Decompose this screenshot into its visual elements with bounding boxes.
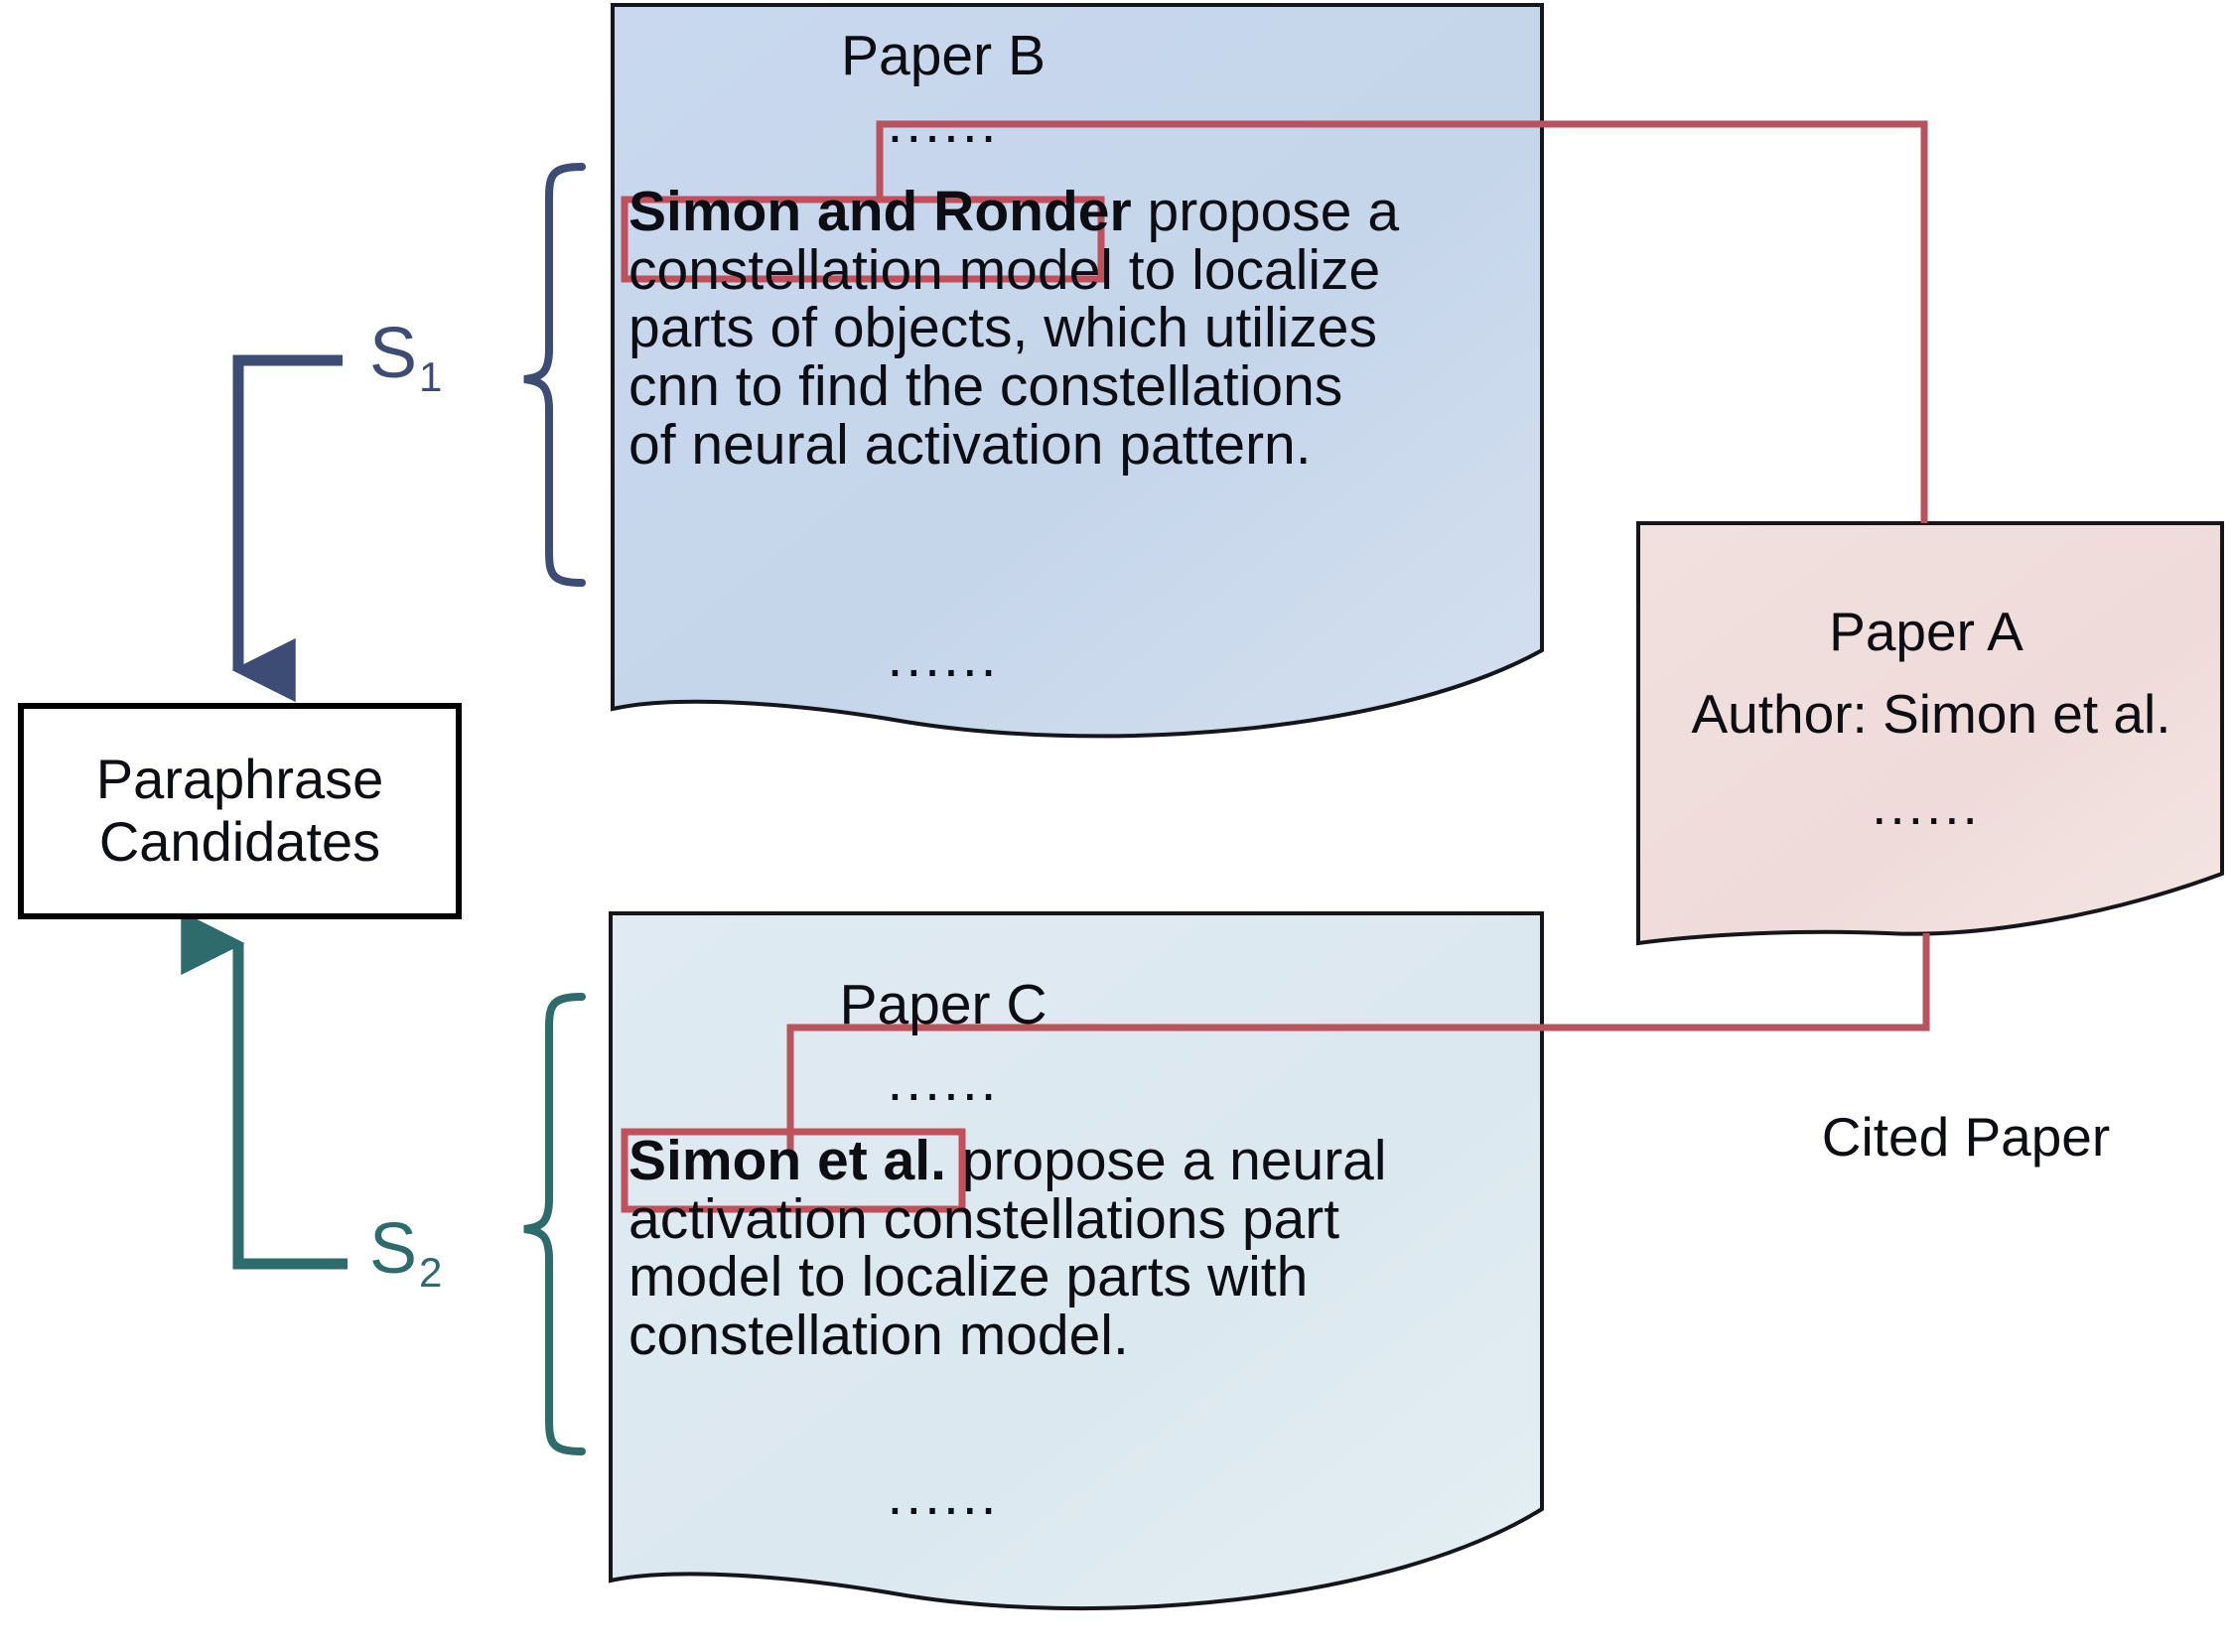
paper-c-citation-marker: Simon et al. bbox=[628, 1129, 946, 1192]
s2-label: S2 bbox=[369, 1213, 442, 1294]
paper-a-sheet bbox=[1636, 521, 2224, 946]
citation-marker-box-c bbox=[621, 1128, 966, 1213]
paraphrase-candidates-line-1: Paraphrase bbox=[95, 748, 384, 811]
paper-c-body-rest: propose a neural activation constellatio… bbox=[628, 1129, 1387, 1368]
paper-b-dots-top: ...... bbox=[887, 91, 1000, 155]
paper-c-title: Paper C bbox=[839, 973, 1047, 1036]
citation-link-b-to-a bbox=[876, 120, 1928, 523]
paper-c-dots-top: ...... bbox=[887, 1049, 1000, 1113]
s1-brace bbox=[523, 163, 586, 587]
citation-marker-box-b bbox=[621, 196, 1105, 283]
paper-a-title: Paper A bbox=[1829, 601, 2024, 662]
paper-b-title: Paper B bbox=[841, 24, 1046, 87]
paper-c-body: Simon et al. propose a neural activation… bbox=[628, 1132, 1453, 1365]
cited-paper-caption: Cited Paper bbox=[1821, 1106, 2111, 1168]
s1-label-subscript: 1 bbox=[419, 353, 443, 400]
paper-b-body: Simon and Ronder propose a constellation… bbox=[628, 183, 1453, 475]
paper-c-sheet bbox=[609, 911, 1544, 1611]
paper-a-dots: ...... bbox=[1872, 774, 1981, 836]
paper-a-author: Author: Simon et al. bbox=[1691, 683, 2171, 745]
paraphrase-candidates-box: Paraphrase Candidates bbox=[18, 703, 462, 919]
paper-b-citation-marker: Simon and Ronder bbox=[628, 180, 1132, 243]
s1-label-letter: S bbox=[369, 314, 418, 393]
s2-label-subscript: 2 bbox=[419, 1249, 443, 1296]
s2-arrow bbox=[181, 910, 348, 1270]
s1-label: S1 bbox=[369, 318, 442, 398]
s2-label-letter: S bbox=[369, 1209, 418, 1289]
paper-b-dots-bottom: ...... bbox=[887, 625, 1000, 689]
s2-brace bbox=[523, 993, 586, 1455]
citation-link-a-to-c bbox=[786, 933, 1930, 1152]
paper-b-sheet bbox=[611, 3, 1544, 739]
paraphrase-candidates-line-2: Candidates bbox=[98, 810, 381, 873]
paper-c-dots-bottom: ...... bbox=[887, 1463, 1000, 1527]
paper-b-body-rest: propose a constellation model to localiz… bbox=[628, 180, 1400, 477]
s1-arrow bbox=[231, 354, 343, 703]
